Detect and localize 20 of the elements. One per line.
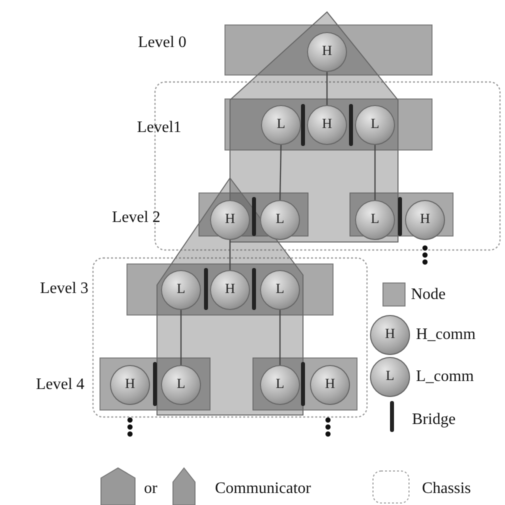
icon-letter: H [384, 327, 396, 343]
connector-line [180, 310, 182, 365]
legend-label: Chassis [422, 480, 471, 498]
level-label: Level 2 [112, 209, 160, 227]
level-label: Level 3 [40, 280, 88, 298]
level-label: Level 4 [36, 376, 84, 394]
legend-label: Bridge [412, 411, 456, 429]
connector-line [374, 145, 376, 200]
legend-label: L_comm [416, 368, 474, 386]
icon-letter: L [386, 369, 394, 385]
connector-line [279, 310, 281, 365]
legend-label: Node [411, 286, 446, 304]
separator-word: or [144, 480, 158, 498]
level-label: Level1 [137, 119, 182, 137]
connector-line [326, 72, 328, 105]
connector-line [229, 240, 231, 270]
legend-label: Communicator [215, 480, 311, 498]
legend-label: H_comm [416, 326, 476, 344]
connector-line [279, 144, 282, 200]
level-label: Level 0 [138, 34, 186, 52]
